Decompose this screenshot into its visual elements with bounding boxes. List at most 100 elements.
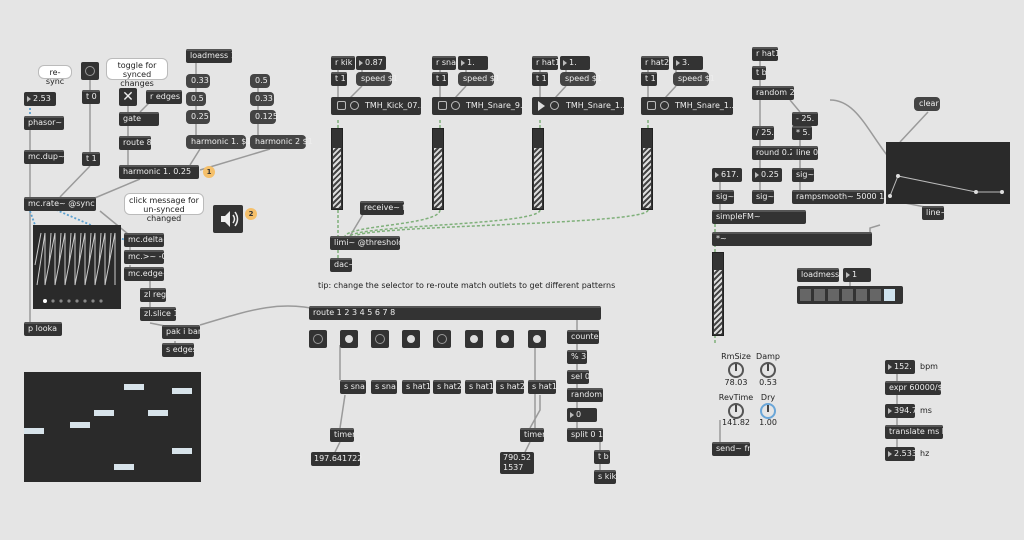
route-select-number[interactable]: 0 bbox=[567, 408, 597, 422]
msg-0125[interactable]: 0.125 bbox=[250, 110, 278, 124]
rkik-object[interactable]: r kik bbox=[331, 56, 355, 70]
grid-cell[interactable] bbox=[172, 388, 192, 394]
mul5-object[interactable]: * 5. bbox=[792, 126, 812, 140]
hat2-loop-icon[interactable] bbox=[660, 101, 669, 110]
grid-cell[interactable] bbox=[148, 410, 168, 416]
hat1-play-icon[interactable] bbox=[538, 101, 545, 111]
split-object[interactable]: split 0 1 bbox=[567, 428, 603, 442]
send-object-2[interactable]: s sna bbox=[371, 380, 397, 394]
rhat1-object[interactable]: r hat1 bbox=[532, 56, 558, 70]
sedges-object[interactable]: s edges bbox=[162, 343, 194, 357]
route-bang-1[interactable] bbox=[309, 330, 327, 348]
route-bang-5[interactable] bbox=[433, 330, 451, 348]
rhat1-fm-object[interactable]: r hat1 bbox=[752, 47, 778, 61]
rhat2-object[interactable]: r hat2 bbox=[641, 56, 669, 70]
grid-cell[interactable] bbox=[172, 448, 192, 454]
kik-loop-icon[interactable] bbox=[350, 101, 359, 110]
revtime-dial[interactable] bbox=[728, 403, 744, 419]
send-object-6[interactable]: s hat2 bbox=[496, 380, 524, 394]
t1-object[interactable]: t 1 bbox=[82, 152, 100, 166]
grid-cell[interactable] bbox=[124, 384, 144, 390]
send-object-5[interactable]: s hat1 bbox=[465, 380, 493, 394]
hat1-level-meter[interactable] bbox=[532, 128, 544, 210]
harmonic-object[interactable]: harmonic 1. 0.25 bbox=[119, 165, 199, 179]
radio-option[interactable] bbox=[814, 289, 825, 301]
plooka-object[interactable]: p looka bbox=[24, 322, 62, 336]
radio-option[interactable] bbox=[828, 289, 839, 301]
hat1-loop-icon[interactable] bbox=[550, 101, 559, 110]
skik-object[interactable]: s kik bbox=[594, 470, 616, 484]
msg-05a[interactable]: 0.5 bbox=[186, 92, 206, 106]
send-object-4[interactable]: s hat2 bbox=[433, 380, 461, 394]
select-number[interactable]: 1 bbox=[843, 268, 871, 282]
route-bang-6[interactable] bbox=[465, 330, 483, 348]
rmsize-dial[interactable] bbox=[728, 362, 744, 378]
tb-router-object[interactable]: t b bbox=[594, 450, 610, 464]
speed-hat1-message[interactable]: speed $1 bbox=[560, 72, 602, 86]
send-object-3[interactable]: s hat1 bbox=[402, 380, 430, 394]
ratio-number[interactable]: 0.25 bbox=[752, 168, 782, 182]
radio-option[interactable] bbox=[800, 289, 811, 301]
msg-033a[interactable]: 0.33 bbox=[186, 74, 210, 88]
send-object-7[interactable]: s hat1 bbox=[528, 380, 556, 394]
speed-sna-message[interactable]: speed $1 bbox=[458, 72, 500, 86]
speaker-button[interactable] bbox=[213, 205, 243, 233]
t1-kik-object[interactable]: t 1 bbox=[331, 72, 347, 86]
phasor-object[interactable]: phasor~ 2 bbox=[24, 116, 64, 130]
gate-object[interactable]: gate bbox=[119, 112, 159, 126]
multiply-signal-object[interactable]: *~ bbox=[712, 232, 872, 246]
minus25-object[interactable]: - 25. bbox=[792, 112, 818, 126]
clear-message[interactable]: clear bbox=[914, 97, 940, 111]
zlreg-object[interactable]: zl reg bbox=[140, 288, 166, 302]
route8-object[interactable]: route 8 bbox=[119, 136, 151, 150]
t0-object[interactable]: t 0 bbox=[82, 90, 100, 104]
t1-sna-object[interactable]: t 1 bbox=[432, 72, 448, 86]
speed-hat2-message[interactable]: speed $1 bbox=[673, 72, 715, 86]
rampsmooth-object[interactable]: rampsmooth~ 5000 12500 bbox=[792, 190, 884, 204]
pakibang-object[interactable]: pak i bang bbox=[162, 325, 200, 339]
random25-object[interactable]: random 25 bbox=[752, 86, 794, 100]
multislider-scope[interactable] bbox=[33, 225, 121, 309]
sna-loop-icon[interactable] bbox=[451, 101, 460, 110]
mcdelta-object[interactable]: mc.delta~ bbox=[124, 233, 164, 247]
hat1-speed-number[interactable]: 1. bbox=[560, 56, 590, 70]
harmonic2-message[interactable]: harmonic 2 $1 bbox=[250, 135, 313, 149]
sel0-object[interactable]: sel 0 bbox=[567, 370, 589, 384]
timer-object-1[interactable]: timer bbox=[330, 428, 354, 442]
phasor-number[interactable]: 2.53 bbox=[24, 92, 56, 106]
counter-object[interactable]: counter bbox=[567, 330, 599, 344]
send-object-1[interactable]: s sna bbox=[340, 380, 366, 394]
sig-object-2[interactable]: sig~ bbox=[752, 190, 774, 204]
loadmess7-object[interactable]: loadmess 7 bbox=[797, 268, 839, 282]
dac-object[interactable]: dac~ bbox=[330, 258, 352, 272]
sig-object-3[interactable]: sig~ bbox=[792, 168, 814, 182]
route-bang-8[interactable] bbox=[528, 330, 546, 348]
expr-object[interactable]: expr 60000/$f1 bbox=[885, 381, 941, 395]
line0-object[interactable]: line 0. bbox=[792, 146, 818, 160]
sync-toggle[interactable]: ✕ bbox=[119, 88, 137, 106]
pattern-grid[interactable] bbox=[24, 372, 201, 482]
radio-option[interactable] bbox=[856, 289, 867, 301]
div25-object[interactable]: / 25. bbox=[752, 126, 774, 140]
damp-dial[interactable] bbox=[760, 362, 776, 378]
translate-object[interactable]: translate ms hz bbox=[885, 425, 943, 439]
radio-option[interactable] bbox=[870, 289, 881, 301]
grid-cell[interactable] bbox=[94, 410, 114, 416]
grid-cell[interactable] bbox=[24, 428, 44, 434]
route-bang-4[interactable] bbox=[402, 330, 420, 348]
mcedge-object[interactable]: mc.edge~ bbox=[124, 267, 164, 281]
freq-number[interactable]: 617. bbox=[712, 168, 742, 182]
sig-object-1[interactable]: sig~ bbox=[712, 190, 734, 204]
dry-dial[interactable] bbox=[760, 403, 776, 419]
mcrate-object[interactable]: mc.rate~ @sync 1 bbox=[24, 197, 96, 211]
t1-hat2-object[interactable]: t 1 bbox=[641, 72, 657, 86]
sna-level-meter[interactable] bbox=[432, 128, 444, 210]
redges-object[interactable]: r edges bbox=[146, 90, 182, 104]
radio-option[interactable] bbox=[884, 289, 895, 301]
hat2-level-meter[interactable] bbox=[641, 128, 653, 210]
rsna-object[interactable]: r sna bbox=[432, 56, 456, 70]
hat2-speed-number[interactable]: 3. bbox=[673, 56, 703, 70]
route-object[interactable]: route 1 2 3 4 5 6 7 8 bbox=[309, 306, 601, 320]
sna-play-icon[interactable] bbox=[438, 101, 447, 110]
msg-05b[interactable]: 0.5 bbox=[250, 74, 270, 88]
